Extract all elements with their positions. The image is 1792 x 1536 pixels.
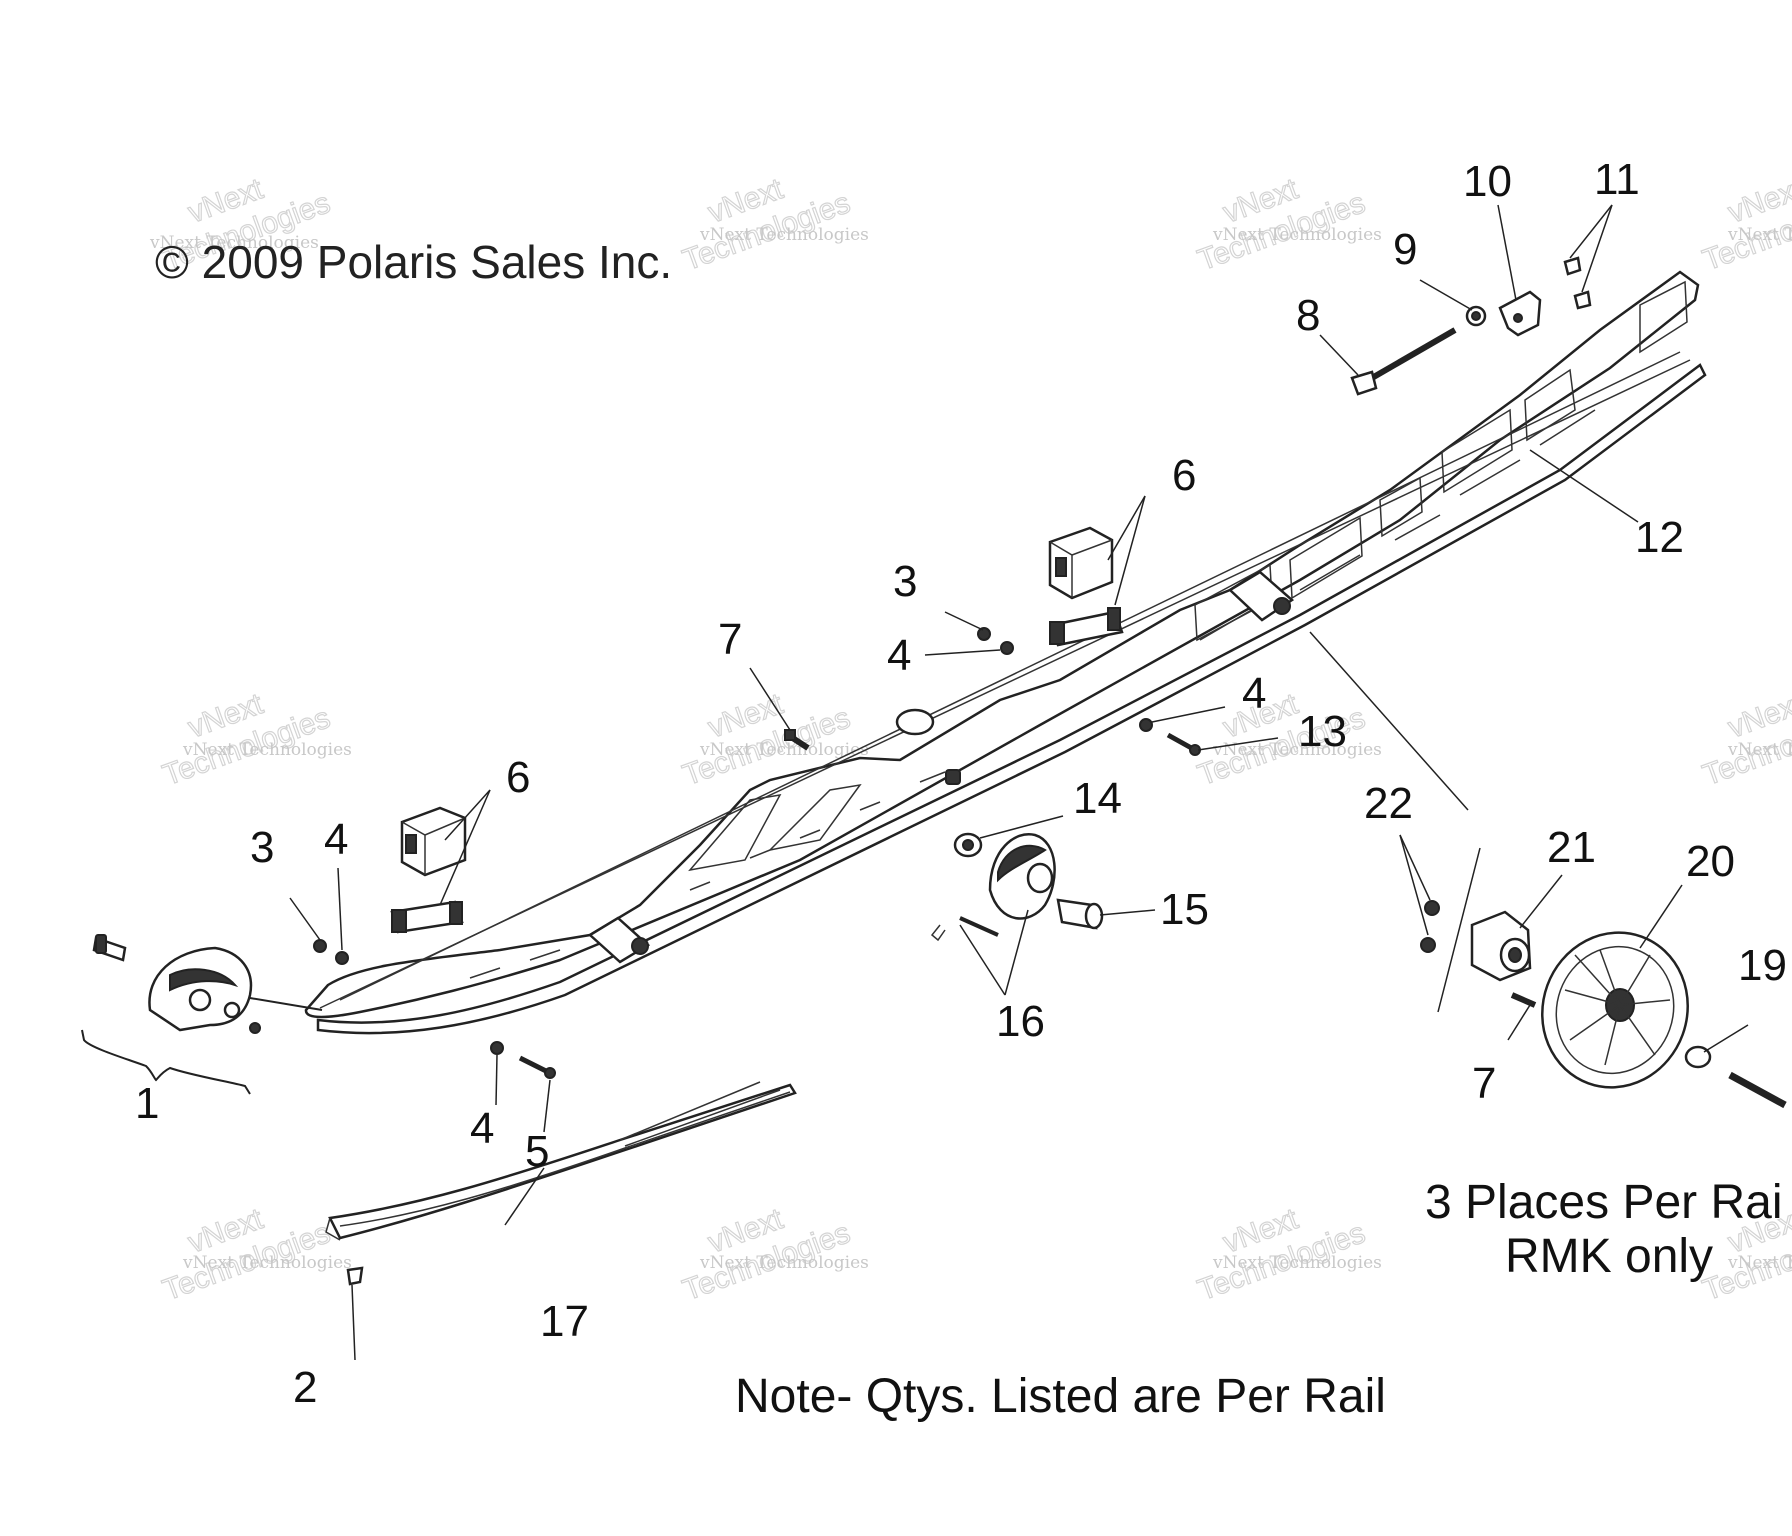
watermark-text: vNext Technologies: [1212, 225, 1382, 245]
callout-14: 14: [1073, 774, 1122, 823]
rail-assembly: [304, 270, 1707, 1035]
watermark-text: vNext Technologies: [699, 740, 869, 760]
callout-5: 5: [525, 1127, 549, 1176]
callout-22: 22: [1364, 779, 1413, 828]
callout-9: 9: [1393, 225, 1417, 274]
rail-tip-cap: [81, 934, 323, 1095]
copyright-text: © 2009 Polaris Sales Inc.: [155, 236, 672, 288]
watermark-text: vNext Technologies: [1212, 740, 1382, 760]
slide-block-left: [390, 806, 467, 934]
callout-19: 19: [1738, 941, 1787, 990]
callout-6: 6: [1172, 451, 1196, 500]
callout-8: 8: [1296, 291, 1320, 340]
callout-4: 4: [324, 815, 348, 864]
callout-11: 11: [1594, 155, 1640, 204]
hardware: [313, 256, 1787, 1286]
callout-4: 4: [1242, 669, 1266, 718]
callout-13: 13: [1298, 707, 1347, 756]
watermark-text: vNext Technologies: [1727, 740, 1792, 760]
leader-lines: [289, 204, 1749, 1361]
callout-7: 7: [1472, 1059, 1496, 1108]
callout-15: 15: [1160, 885, 1209, 934]
callout-21: 21: [1547, 823, 1596, 872]
slide-block-right: [1048, 526, 1124, 647]
callout-2: 2: [293, 1363, 317, 1412]
watermark-text: vNext Technologies: [699, 225, 869, 245]
watermark-text: vNext Technologies: [1727, 225, 1792, 245]
places-note-line1: 3 Places Per Rai: [1425, 1176, 1783, 1229]
callout-labels: 1 2 3 3 4 4 4 4 5 6 6 7 7 8 9 10 11 12 1…: [135, 155, 1787, 1412]
watermark-text: vNext Technologies: [699, 1253, 869, 1273]
places-note-line2: RMK only: [1505, 1230, 1713, 1283]
wear-strip: [325, 1081, 797, 1241]
watermark-text: vNext Technologies: [1212, 1253, 1382, 1273]
callout-17: 17: [540, 1297, 589, 1346]
callout-7: 7: [718, 615, 742, 664]
callout-4: 4: [887, 631, 911, 680]
watermark-text: vNext Technologies: [182, 740, 352, 760]
callout-1: 1: [135, 1079, 159, 1128]
callout-10: 10: [1463, 157, 1512, 206]
watermark-text: vNext Technologies: [182, 1253, 352, 1273]
watermark-text: vNext Technologies: [149, 233, 319, 253]
callout-16: 16: [996, 997, 1045, 1046]
callout-12: 12: [1635, 513, 1684, 562]
watermark-text: vNext Technologies: [1727, 1253, 1792, 1273]
qty-note: Note- Qtys. Listed are Per Rail: [735, 1370, 1386, 1423]
callout-6: 6: [506, 753, 530, 802]
callout-3: 3: [250, 823, 274, 872]
callout-4: 4: [470, 1104, 494, 1153]
callout-3: 3: [893, 557, 917, 606]
callout-20: 20: [1686, 837, 1735, 886]
